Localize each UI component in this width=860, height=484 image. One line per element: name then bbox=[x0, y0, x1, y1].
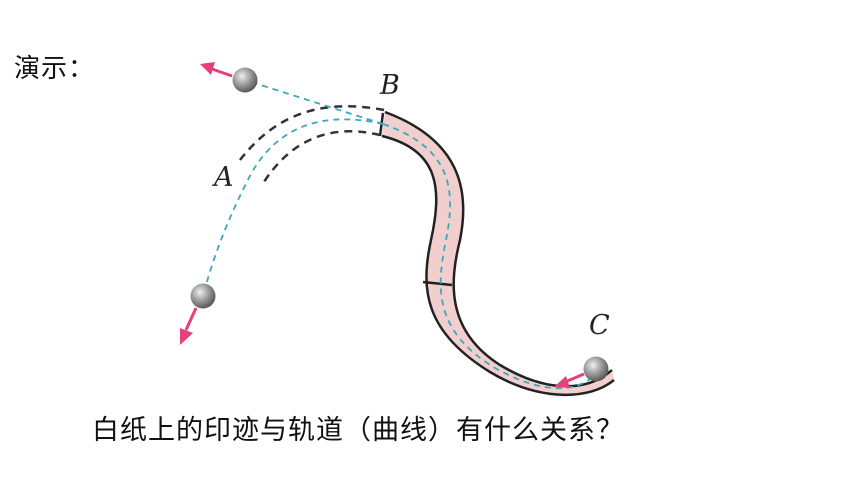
question-text: 白纸上的印迹与轨道（曲线）有什么关系？ bbox=[92, 415, 624, 446]
demo-heading: 演示： bbox=[14, 54, 96, 84]
track-inner-edge bbox=[381, 134, 615, 396]
ball-at-c bbox=[554, 356, 609, 388]
removed-track-outer bbox=[239, 105, 385, 161]
removed-track-inner bbox=[260, 130, 381, 186]
label-point-c: C bbox=[589, 310, 610, 341]
track-body bbox=[382, 112, 614, 395]
trace-exit-at-b bbox=[244, 79, 384, 125]
ball-exit-b bbox=[200, 62, 258, 93]
track-joint-middle bbox=[422, 280, 453, 287]
label-point-b: B bbox=[379, 70, 400, 101]
label-point-a: A bbox=[211, 162, 234, 193]
ball-exit-a bbox=[180, 283, 216, 345]
trace-through-a bbox=[202, 118, 384, 297]
trace-along-track bbox=[382, 123, 597, 390]
